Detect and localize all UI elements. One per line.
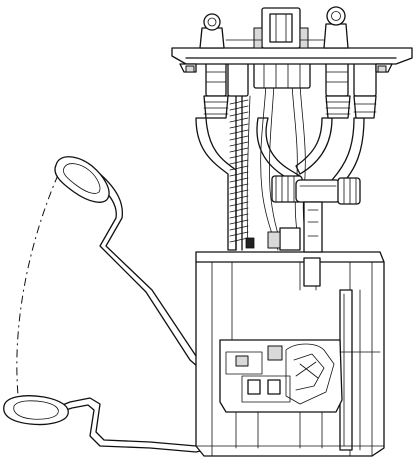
- float: [3, 395, 69, 426]
- mounting-flange: [171, 47, 413, 73]
- guide-spring: [229, 93, 249, 251]
- float-swing-arc: [16, 174, 59, 396]
- float-upper: [54, 156, 110, 203]
- fuel-pressure-regulator: [245, 175, 361, 253]
- level-sensor-housing: [219, 339, 381, 449]
- fuel-line-fittings: [203, 61, 377, 119]
- electrical-connector: [199, 6, 349, 49]
